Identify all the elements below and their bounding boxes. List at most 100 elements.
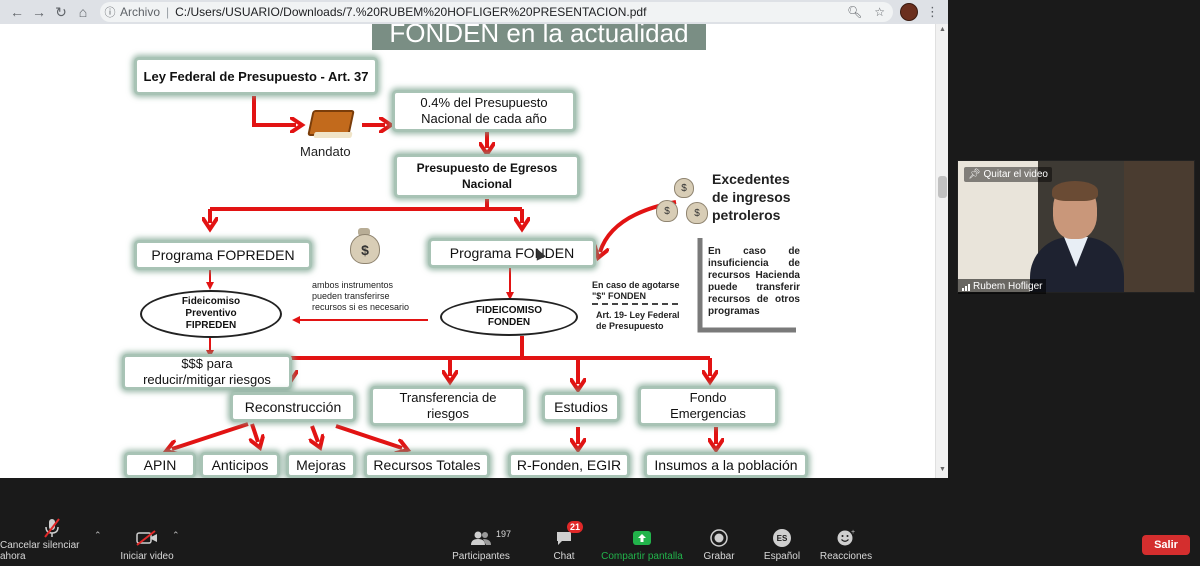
unpin-video-button[interactable]: 📌︎ Quitar el video	[964, 167, 1052, 182]
node-egresos: Presupuesto de Egresos Nacional	[394, 154, 580, 198]
search-icon[interactable]: 🔍︎	[847, 5, 863, 19]
agotarse-line1: En caso de agotarse	[592, 280, 680, 290]
record-button[interactable]: Grabar	[700, 520, 738, 566]
node-ley-federal: Ley Federal de Presupuesto - Art. 37	[134, 57, 378, 95]
ellipse-fideicomiso-preventivo: Fideicomiso Preventivo FIPREDEN	[140, 290, 282, 338]
flow-arrows	[0, 96, 796, 478]
fondo-line2: Emergencias	[670, 406, 746, 421]
menu-kebab-icon[interactable]: ⋮	[926, 4, 939, 19]
apin-text: APIN	[143, 457, 177, 473]
fidprev-line1: Fideicomiso	[181, 296, 241, 307]
participants-icon: 197	[470, 527, 511, 549]
chat-label: Chat	[553, 551, 575, 562]
reload-icon[interactable]: ↻	[55, 3, 67, 20]
fonden-text: Programa FONDEN	[449, 245, 575, 261]
video-bg-right	[1124, 161, 1194, 292]
address-bar[interactable]: ⓘ Archivo | C:/Users/USUARIO/Downloads/7…	[100, 2, 893, 22]
mandato-label: Mandato	[300, 144, 351, 159]
mejoras-text: Mejoras	[296, 457, 346, 473]
video-options-chevron-up-icon[interactable]: ⌃	[172, 530, 180, 540]
excedentes-line1: Excedentes	[712, 171, 790, 187]
excedentes-label: Excedentes de ingresos petroleros	[712, 170, 791, 224]
url-text: C:/Users/USUARIO/Downloads/7.%20RUBEM%20…	[175, 5, 647, 19]
forward-icon[interactable]: →	[32, 4, 46, 20]
arrow-ley-mandato	[252, 96, 296, 125]
participants-count: 197	[496, 529, 512, 539]
chat-button[interactable]: 21 Chat	[546, 520, 583, 566]
scroll-up-icon[interactable]: ▲	[939, 26, 946, 33]
hacienda-line3: recursos Hacienda	[708, 270, 800, 281]
record-label: Grabar	[703, 551, 735, 562]
language-code: ES	[773, 529, 791, 547]
fidprev-line3: FIPREDEN	[185, 320, 237, 331]
egresos-line1: Presupuesto de Egresos	[416, 161, 558, 175]
mute-button[interactable]: Cancelar silenciar ahora	[0, 518, 104, 566]
arrow-to-anticipos	[252, 423, 258, 442]
arrow-to-recursos	[335, 424, 402, 448]
node-rfonden: R-Fonden, EGIR	[508, 452, 630, 478]
anticipos-text: Anticipos	[211, 457, 269, 473]
video-button[interactable]: Iniciar video	[114, 520, 180, 566]
money-line1: $$$ para	[181, 356, 233, 371]
excedentes-line3: petroleros	[712, 207, 781, 223]
back-icon[interactable]: ←	[10, 4, 24, 20]
participant-name-tag: Rubem Hofliger	[958, 279, 1047, 294]
arrow-egresos-split	[210, 199, 522, 211]
share-label: Compartir pantalla	[601, 551, 683, 562]
smiley-icon: +	[836, 527, 856, 549]
share-screen-icon	[633, 527, 651, 549]
art19-text: Art. 19- Ley Federal de Presupuesto	[596, 310, 680, 332]
arrow-to-apin	[172, 422, 249, 449]
chat-icon: 21	[555, 521, 583, 549]
url-separator: |	[166, 5, 170, 19]
node-fonden: Programa FONDEN	[428, 238, 596, 268]
transferencia-line2: riesgos	[427, 406, 469, 421]
node-fopreden: Programa FOPREDEN	[134, 240, 312, 270]
microphone-muted-icon	[44, 518, 60, 538]
ambos-line1: ambos instrumentos	[312, 280, 394, 290]
node-recursos-totales: Recursos Totales	[364, 452, 490, 478]
ambos-line2: pueden transferirse	[312, 291, 390, 301]
url-scheme: Archivo	[120, 5, 161, 19]
book-icon	[306, 106, 356, 140]
share-screen-button[interactable]: Compartir pantalla	[598, 520, 686, 566]
node-insumos: Insumos a la población	[644, 452, 808, 478]
arrow-to-mejoras	[312, 425, 318, 442]
language-button[interactable]: ES Español	[762, 520, 802, 566]
participants-button[interactable]: 197 Participantes	[450, 520, 512, 566]
participant-name: Rubem Hofliger	[973, 281, 1043, 292]
leave-meeting-button[interactable]: Salir	[1142, 535, 1190, 555]
scroll-down-icon[interactable]: ▼	[939, 466, 946, 473]
money-line2: reducir/mitigar riesgos	[143, 372, 271, 387]
node-money: $$$ para reducir/mitigar riesgos	[122, 354, 292, 390]
meeting-toolbar: Cancelar silenciar ahora ⌃ Iniciar video…	[0, 518, 1200, 566]
node-pct-presupuesto: 0.4% del Presupuesto Nacional de cada añ…	[392, 90, 576, 132]
rfonden-text: R-Fonden, EGIR	[516, 457, 622, 473]
hacienda-line1: En caso de	[708, 246, 800, 257]
scroll-thumb[interactable]	[938, 176, 947, 198]
node-reconstruccion: Reconstrucción	[230, 392, 356, 422]
home-icon[interactable]: ⌂	[78, 4, 88, 20]
profile-avatar[interactable]	[900, 3, 918, 21]
art19-line2: de Presupuesto	[596, 321, 664, 331]
video-label: Iniciar video	[120, 551, 174, 562]
info-icon[interactable]: ⓘ	[104, 7, 116, 19]
mute-options-chevron-up-icon[interactable]: ⌃	[94, 530, 102, 540]
reactions-button[interactable]: + Reacciones	[818, 520, 874, 566]
bookmark-star-icon[interactable]: ☆	[874, 5, 885, 19]
node-ley-federal-text: Ley Federal de Presupuesto - Art. 37	[143, 68, 369, 84]
fopreden-text: Programa FOPREDEN	[151, 247, 295, 263]
fondo-line1: Fondo	[689, 390, 727, 405]
pdf-slide: FONDEN en la actualidad	[0, 24, 935, 478]
participant-video[interactable]	[957, 160, 1195, 293]
pdf-scrollbar[interactable]: ▲ ▼	[935, 24, 948, 478]
ambos-line3: recursos si es necesario	[312, 302, 410, 312]
record-icon	[710, 527, 728, 549]
money-bags-icon: $ $ $	[656, 178, 718, 234]
camera-off-icon	[136, 527, 158, 549]
recursos-totales-text: Recursos Totales	[373, 457, 481, 473]
svg-text:+: +	[851, 529, 855, 536]
egresos-line2: Nacional	[461, 177, 512, 191]
node-apin: APIN	[124, 452, 196, 478]
signal-icon	[962, 283, 970, 291]
